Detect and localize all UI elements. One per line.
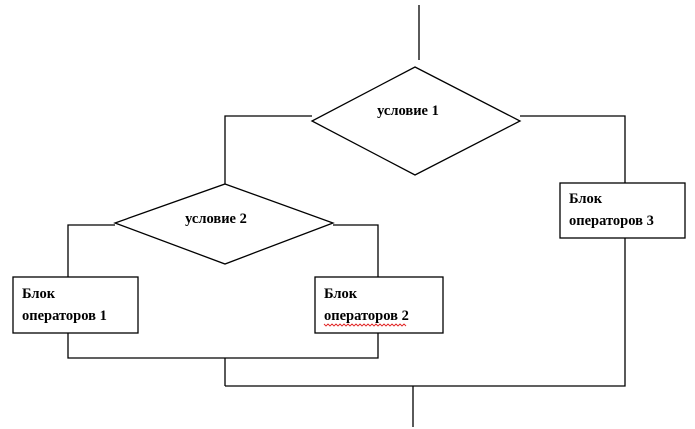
spellcheck-underline — [323, 323, 407, 327]
decision-2-diamond — [113, 183, 335, 265]
inner-merge-line — [67, 333, 379, 359]
condition-1-right-branch — [520, 115, 626, 183]
decision-2-label: условие 2 — [185, 211, 247, 227]
decision-1: условие 1 — [310, 66, 522, 176]
block-1: Блок операторов 1 — [12, 276, 139, 334]
block-1-line1: Блок — [22, 286, 56, 302]
decision-1-diamond — [310, 66, 522, 176]
block-2-rect — [314, 276, 444, 334]
block-3-line2: операторов 3 — [569, 213, 654, 229]
condition-1-left-branch — [224, 115, 312, 184]
block-1-rect — [12, 276, 139, 334]
block-2: Блок операторов 2 — [314, 276, 444, 334]
block-2-line1: Блок — [324, 286, 358, 302]
block-1-line2: операторов 1 — [22, 308, 107, 324]
block-3-rect — [559, 182, 686, 239]
decision-1-label: условие 1 — [377, 103, 439, 119]
connector-lines — [67, 5, 626, 427]
block-3-line1: Блок — [569, 191, 603, 207]
condition-2-right-branch — [333, 224, 379, 277]
decision-2: условие 2 — [113, 183, 335, 265]
block-3-return-line — [225, 238, 626, 387]
block-3: Блок операторов 3 — [559, 182, 686, 239]
condition-2-left-branch — [67, 224, 115, 277]
block-2-line2: операторов 2 — [324, 308, 409, 324]
